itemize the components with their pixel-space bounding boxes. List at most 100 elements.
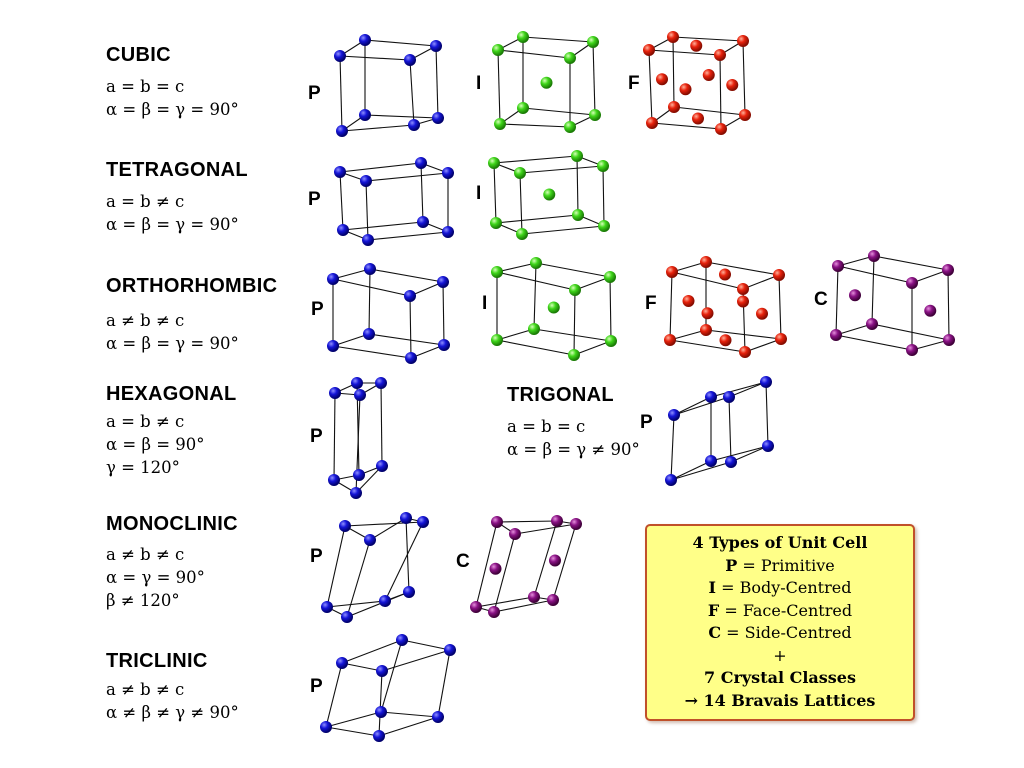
orthorhombic-f-edge — [669, 339, 746, 353]
orthorhombic-c-corner-atom — [830, 329, 842, 341]
orthorhombic-i-body-atom — [547, 301, 560, 314]
tetragonal-p-label: P — [308, 189, 321, 210]
trigonal-p-edge — [730, 445, 769, 463]
cubic-p-edge — [339, 55, 343, 132]
triclinic-p-edge — [380, 711, 439, 718]
tetragonal-i-edge — [519, 172, 523, 235]
orthorhombic-i-corner-atom — [491, 334, 503, 346]
triclinic-p-corner-atom — [320, 721, 332, 733]
hexagonal-p-label: P — [310, 426, 323, 447]
monoclinic-c-edge — [496, 520, 558, 523]
orthorhombic-i-corner-atom — [604, 271, 616, 283]
hexagonal-p-corner-atom — [376, 460, 388, 472]
cubic-i-corner-atom — [517, 102, 529, 114]
trigonal-p-corner-atom — [668, 409, 680, 421]
cubic-p-corner-atom — [432, 112, 444, 124]
orthorhombic-i-corner-atom — [568, 349, 580, 361]
cubic-i-edge — [497, 49, 571, 59]
monoclinic-c-corner-atom — [488, 606, 500, 618]
monoclinic-p-corner-atom — [417, 516, 429, 528]
orthorhombic-i-corner-atom — [530, 257, 542, 269]
monoclinic-c-edge — [475, 521, 498, 608]
orthorhombic-c-label: C — [814, 289, 828, 310]
equation-line: a ≠ b ≠ c — [106, 680, 185, 699]
cubic-f-face-atom — [679, 83, 692, 96]
cubic-f-face-atom — [656, 73, 668, 86]
monoclinic-p-edge — [384, 521, 424, 602]
orthorhombic-c-corner-atom — [906, 344, 918, 356]
cubic-f-corner-atom — [668, 101, 680, 113]
tetragonal-p-edge — [365, 180, 369, 241]
monoclinic-c-corner-atom — [528, 591, 540, 603]
cubic-i-corner-atom — [492, 44, 504, 56]
tetragonal-i-label: I — [476, 183, 482, 204]
orthorhombic-p-edge — [368, 333, 445, 346]
cubic-p-edge — [409, 59, 415, 126]
monoclinic-p-corner-atom — [339, 520, 351, 532]
trigonal-p-edge — [728, 396, 732, 463]
orthorhombic-c-edge — [871, 255, 875, 325]
orthorhombic-c-corner-atom — [832, 260, 844, 272]
cubic-i-corner-atom — [517, 31, 529, 43]
orthorhombic-c-edge — [837, 255, 875, 267]
orthorhombic-c-edge — [835, 265, 839, 336]
orthorhombic-c-edge — [911, 339, 950, 351]
legend-plus: + — [773, 645, 787, 665]
monoclinic-p-corner-atom — [400, 512, 412, 524]
orthorhombic-f-edge — [742, 274, 780, 290]
trigonal-p-corner-atom — [725, 456, 737, 468]
orthorhombic-f-corner-atom — [664, 334, 676, 346]
legend-body-centred: I = Body-Centred — [708, 578, 852, 597]
monoclinic-p-edge — [326, 600, 386, 608]
cubic-p-corner-atom — [359, 34, 371, 46]
monoclinic-c-label: C — [456, 551, 470, 572]
trigonal-p-edge — [673, 396, 730, 416]
monoclinic-p-edge — [344, 521, 424, 527]
orthorhombic-p-edge — [332, 268, 371, 280]
orthorhombic-c-edge — [835, 334, 913, 351]
legend-bravais-lattices: → 14 Bravais Lattices — [684, 690, 876, 710]
cubic-i-label: I — [476, 73, 482, 94]
monoclinic-c-edge — [493, 599, 554, 613]
equation-line: a ≠ b ≠ c — [106, 545, 185, 564]
hexagonal-p-corner-atom — [350, 487, 362, 499]
trigonal-p-edge — [673, 396, 712, 416]
tetragonal-i-corner-atom — [598, 220, 610, 232]
orthorhombic-i-corner-atom — [491, 266, 503, 278]
equation-line: a ≠ b ≠ c — [106, 311, 185, 330]
triclinic-p-corner-atom — [375, 706, 387, 718]
trigonal-p-edge — [765, 381, 769, 447]
monoclinic-p-corner-atom — [403, 586, 415, 598]
cubic-f-face-atom — [726, 79, 739, 91]
triclinic-p-edge — [378, 716, 439, 737]
monoclinic-p-edge — [369, 517, 407, 541]
tetragonal-p-corner-atom — [442, 167, 454, 179]
cubic-p-label: P — [308, 83, 321, 104]
orthorhombic-i-edge — [496, 339, 575, 356]
orthorhombic-f-face-atom — [756, 307, 768, 320]
orthorhombic-i-edge — [609, 276, 612, 342]
tetragonal-equations: a = b ≠ c α = β = γ = 90° — [106, 190, 239, 236]
monoclinic-p-corner-atom — [379, 595, 391, 607]
cubic-f-edge — [651, 122, 722, 130]
orthorhombic-c-edge — [835, 323, 873, 336]
orthorhombic-p-corner-atom — [364, 263, 376, 275]
orthorhombic-i-corner-atom — [528, 323, 540, 335]
cubic-f-edge — [742, 40, 746, 116]
cubic-i-edge — [499, 123, 571, 128]
equation-line: α ≠ β ≠ γ ≠ 90° — [106, 703, 239, 722]
orthorhombic-f-corner-atom — [737, 283, 749, 295]
tetragonal-i-corner-atom — [572, 209, 584, 221]
orthorhombic-f-edge — [669, 271, 673, 341]
cubic-f-face-atom — [692, 112, 704, 125]
orthorhombic-p-corner-atom — [437, 276, 449, 288]
orthorhombic-f-face-atom — [701, 307, 714, 320]
orthorhombic-p-label: P — [311, 299, 324, 320]
cubic-f-edge — [672, 36, 675, 108]
tetragonal-i-body-atom — [543, 188, 556, 201]
orthorhombic-c-corner-atom — [943, 334, 955, 346]
cubic-f-face-atom — [702, 69, 715, 81]
triclinic-p-edge — [401, 639, 451, 651]
orthorhombic-i-edge — [535, 262, 611, 278]
triclinic-p-edge — [325, 662, 343, 728]
